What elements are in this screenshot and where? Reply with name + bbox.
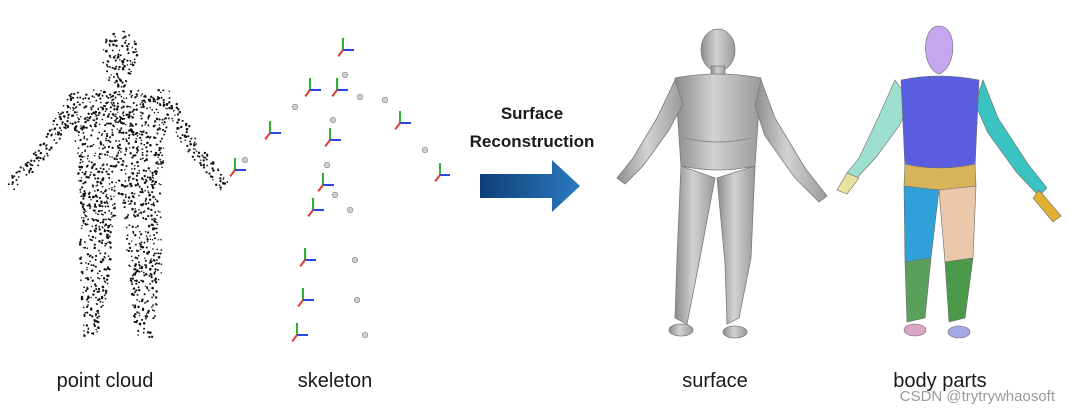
body-part-torso [900, 75, 980, 173]
skeleton-joint [353, 296, 361, 304]
surface-mesh-image [616, 28, 828, 339]
skeleton-joint [297, 288, 314, 307]
skeleton-joint [299, 248, 316, 267]
skeleton-joint [356, 93, 364, 101]
skeleton-joint [331, 78, 348, 98]
skeleton-joint [304, 78, 321, 98]
skeleton-joint [241, 156, 249, 164]
skeleton-image [229, 38, 450, 342]
skeleton-joint [317, 173, 334, 192]
body-part-foot [947, 325, 971, 339]
skeleton-joint [329, 116, 337, 124]
body-part-shin-left [904, 257, 932, 323]
point-cloud-image [7, 30, 229, 339]
skeleton-joint [381, 96, 389, 104]
body-part-shin-right [944, 257, 974, 323]
skeleton-joint [324, 128, 341, 148]
surface-figure [605, 18, 840, 353]
body-parts-figure [833, 18, 1069, 353]
label-surface: surface [682, 370, 748, 392]
skeleton-joint [264, 121, 281, 141]
arrow-title-line1: Surface [500, 104, 564, 123]
body-part-hand-left [836, 172, 860, 195]
skeleton-joint [331, 191, 339, 199]
skeleton-joint [337, 38, 354, 57]
label-point-cloud: point cloud [56, 370, 154, 392]
body-part-arm-right [974, 79, 1048, 197]
point-cloud-figure [0, 20, 230, 350]
skeleton-joint [361, 331, 369, 339]
skeleton-joint [323, 161, 331, 169]
body-parts-image [836, 25, 1062, 339]
skeleton-joint [291, 103, 299, 111]
skeleton-joint [434, 163, 450, 182]
skeleton-figure [225, 35, 450, 355]
skeleton-joint [394, 111, 411, 131]
body-part-belt [903, 163, 977, 191]
skeleton-joint [421, 146, 429, 154]
skeleton-joint [346, 206, 354, 214]
label-skeleton: skeleton [297, 370, 373, 392]
arrow-title: Surface Reconstruction [452, 100, 612, 156]
skeleton-joint [229, 158, 246, 177]
label-body-parts: body parts [893, 370, 987, 392]
right-arrow-icon [480, 160, 580, 212]
skeleton-joint [341, 71, 349, 79]
body-part-hand-right [1032, 189, 1062, 223]
body-part-leg-right [938, 185, 977, 263]
skeleton-joint [307, 198, 324, 217]
skeleton-joint [351, 256, 359, 264]
body-part-foot [903, 323, 927, 337]
arrow-title-line2: Reconstruction [469, 132, 595, 151]
body-part-head [925, 25, 954, 75]
skeleton-joint [291, 323, 308, 342]
watermark-text: CSDN @trytrywhaosoft [899, 388, 1055, 405]
body-part-leg-left [903, 185, 940, 263]
